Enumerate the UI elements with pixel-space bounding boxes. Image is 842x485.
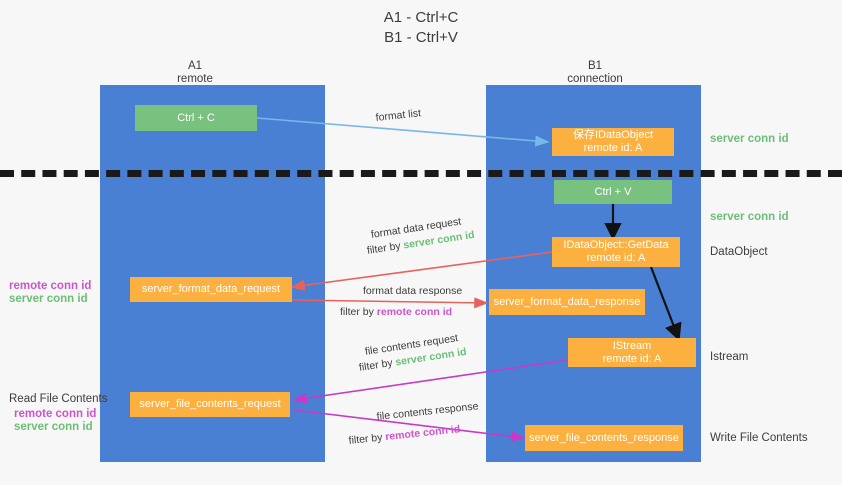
box-idataobject-getdata[interactable]: IDataObject::GetData remote id: A	[552, 237, 680, 267]
box-server-file-contents-response-label: server_file_contents_response	[529, 431, 679, 444]
column-a1-name: A1	[187, 60, 203, 72]
label-server-conn-id-top: server conn id	[710, 133, 789, 145]
box-server-format-data-request[interactable]: server_format_data_request	[130, 277, 292, 302]
filter-prefix-1: filter by	[366, 239, 405, 257]
box-server-file-contents-response[interactable]: server_file_contents_response	[525, 425, 683, 451]
box-server-file-contents-request[interactable]: server_file_contents_request	[130, 392, 290, 417]
box-save-idataobject-line2: remote id: A	[583, 142, 643, 154]
arrow-label-format-data-response-filter: filter by remote conn id	[340, 305, 452, 319]
box-server-file-contents-request-label: server_file_contents_request	[139, 398, 281, 410]
label-read-file-contents: Read File Contents	[9, 393, 108, 405]
box-ctrl-v[interactable]: Ctrl + V	[554, 180, 672, 204]
filter-prefix-2: filter by	[340, 306, 377, 318]
filter-prefix-3: filter by	[358, 356, 397, 374]
arrow-label-format-data-response: format data response	[363, 285, 463, 297]
box-server-format-data-response[interactable]: server_format_data_response	[489, 289, 645, 315]
box-istream[interactable]: IStream remote id: A	[568, 338, 696, 367]
arrow-label-format-list: format list	[375, 107, 422, 124]
label-write-file-contents: Write File Contents	[710, 432, 808, 444]
filter-prefix-4: filter by	[348, 431, 386, 447]
label-server-conn-id-2: server conn id	[14, 421, 93, 433]
diagram-title: A1 - Ctrl+C B1 - Ctrl+V	[0, 8, 842, 48]
column-a1-sub: remote	[177, 73, 213, 85]
column-header-b1: B1 connection	[530, 60, 660, 86]
box-idataobject-getdata-line1: IDataObject::GetData	[563, 239, 669, 251]
box-istream-line2: remote id: A	[602, 352, 662, 365]
label-dataobject: DataObject	[710, 246, 768, 258]
label-istream: Istream	[710, 351, 749, 363]
label-server-conn-id-mid: server conn id	[710, 211, 789, 223]
box-save-idataobject[interactable]: 保存IDataObject remote id: A	[552, 128, 674, 156]
column-b1-name: B1	[587, 60, 603, 72]
box-save-idataobject-line1: 保存IDataObject	[572, 129, 654, 141]
arrow-label-file-contents-response: file contents response	[376, 400, 479, 423]
filter-value-remote-conn-id-2: remote conn id	[384, 423, 461, 444]
box-ctrl-c-label: Ctrl + C	[177, 111, 215, 124]
phase-divider-dashed-line	[0, 170, 842, 177]
column-header-a1: A1 remote	[130, 60, 260, 86]
box-idataobject-getdata-line2: remote id: A	[586, 252, 646, 264]
label-remote-conn-id-2: remote conn id	[14, 408, 97, 420]
arrow-label-file-contents-response-filter: filter by remote conn id	[348, 422, 461, 448]
title-line-1: A1 - Ctrl+C	[383, 9, 459, 26]
box-server-format-data-request-label: server_format_data_request	[141, 283, 281, 295]
box-istream-line1: IStream	[612, 339, 652, 352]
box-server-format-data-response-label: server_format_data_response	[493, 295, 641, 308]
column-b1-sub: connection	[567, 73, 623, 85]
box-ctrl-c[interactable]: Ctrl + C	[135, 105, 257, 131]
filter-value-remote-conn-id-1: remote conn id	[376, 306, 453, 318]
label-remote-conn-id-1: remote conn id	[9, 280, 92, 292]
label-server-conn-id-1: server conn id	[9, 293, 88, 305]
title-line-2: B1 - Ctrl+V	[384, 29, 458, 46]
box-ctrl-v-label: Ctrl + V	[594, 185, 632, 198]
